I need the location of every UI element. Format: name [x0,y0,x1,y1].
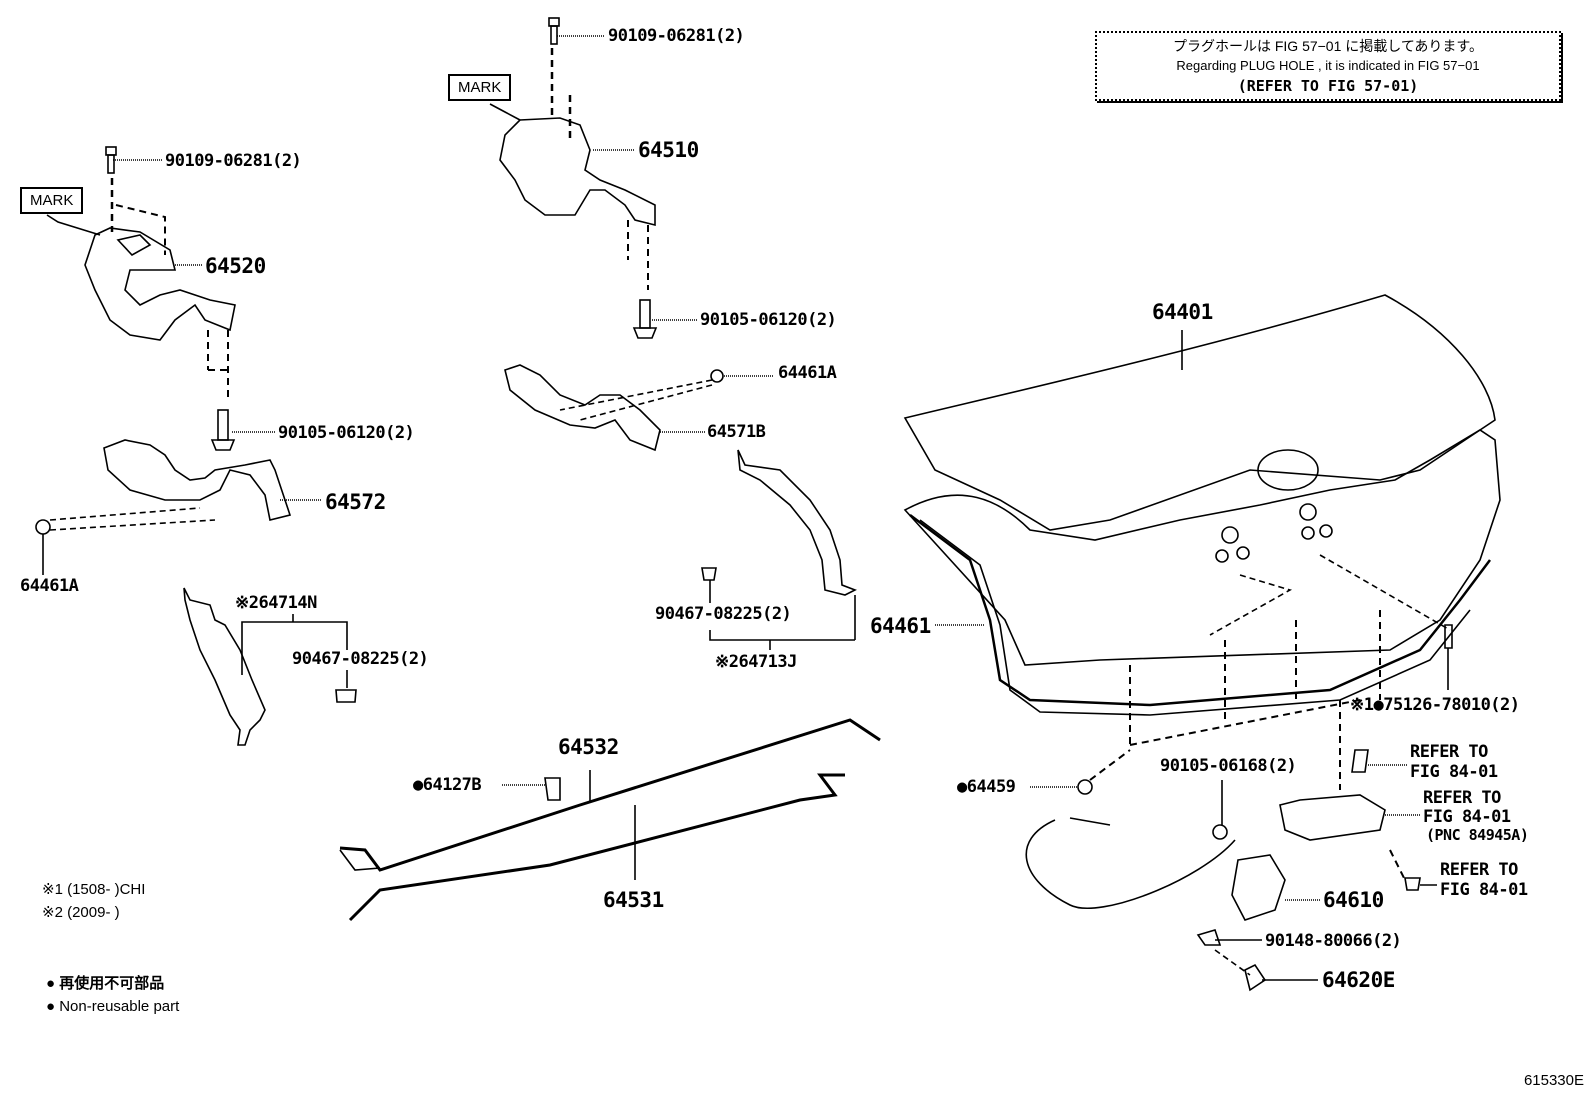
left-hinge-drawing [35,146,322,575]
part-label-hinge-cover-left[interactable]: 64572 [325,490,386,514]
part-label-clip-center[interactable]: 64461A [778,363,837,383]
part-label-torsion-bar-1[interactable]: 64532 [558,735,619,759]
part-label-trim-left[interactable]: ※264714N [235,593,317,613]
note-english: Regarding PLUG HOLE , it is indicated in… [1176,58,1480,73]
footnote-2: ※2 (2009- ) [42,904,120,921]
refer-fig-84-01-link-1a[interactable]: REFER TO [1410,742,1488,762]
refer-fig-84-01-link-2b[interactable]: FIG 84-01 [1423,807,1511,827]
part-label-bolt-center[interactable]: 90109-06281(2) [608,26,745,46]
part-label-lock-bolt[interactable]: 90105-06168(2) [1160,756,1297,776]
part-label-bushing[interactable]: ●64127B [413,775,482,795]
part-label-striker[interactable]: 64620E [1322,968,1395,992]
note-japanese: プラグホールは FIG 57−01 に掲載してあります。 [1172,38,1484,54]
part-label-cushion[interactable]: ※1●75126-78010(2) [1350,695,1520,715]
part-label-striker-screw[interactable]: 90148-80066(2) [1265,931,1402,951]
note-reference-link[interactable]: (REFER TO FIG 57-01) [1237,77,1419,95]
mark-pointer-right [489,103,521,121]
part-label-clip-trim-right[interactable]: 90467-08225(2) [655,604,792,624]
part-label-lock[interactable]: 64610 [1323,888,1384,912]
refer-fig-84-01-link-3a[interactable]: REFER TO [1440,860,1518,880]
mark-pointer-left [46,214,101,236]
part-label-torsion-bar-2[interactable]: 64531 [603,888,664,912]
mark-callout-left: MARK [20,187,84,214]
part-label-bolt-left[interactable]: 90109-06281(2) [165,151,302,171]
lock-assembly-drawing [1025,700,1437,992]
refer-fig-84-01-link-3b[interactable]: FIG 84-01 [1440,880,1528,900]
part-label-hinge-cover-right[interactable]: 64571B [707,422,766,442]
figure-id: 615330E [1523,1072,1584,1089]
luggage-door-drawing [903,294,1501,781]
part-label-clip-left[interactable]: 64461A [20,576,79,596]
part-label-bolt-left-lower[interactable]: 90105-06120(2) [278,423,415,443]
footnote-1: ※1 (1508- )CHI [42,881,146,898]
left-trim-drawing [183,587,357,746]
part-label-clip-trim-left[interactable]: 90467-08225(2) [292,649,429,669]
part-label-hinge-left[interactable]: 64520 [205,254,266,278]
mark-callout-right: MARK [448,74,512,101]
part-label-trim-right[interactable]: ※264713J [715,652,797,672]
refer-pnc-84945a[interactable]: (PNC 84945A) [1426,826,1529,844]
refer-fig-84-01-link-1b[interactable]: FIG 84-01 [1410,762,1498,782]
plug-hole-note: プラグホールは FIG 57−01 に掲載してあります。 Regarding P… [1095,31,1561,101]
legend-non-reusable-en: ● Non-reusable part [46,998,180,1015]
part-label-hinge-right[interactable]: 64510 [638,138,699,162]
part-label-plug[interactable]: ●64459 [957,777,1016,797]
right-hinge-drawing [499,17,773,452]
torsion-bars-drawing [339,718,881,922]
part-label-luggage-door[interactable]: 64401 [1152,300,1213,324]
legend-non-reusable-jp: ● 再使用不可部品 [46,975,165,992]
part-label-bolt-center-lower[interactable]: 90105-06120(2) [700,310,837,330]
part-label-weatherstrip[interactable]: 64461 [870,614,931,638]
refer-fig-84-01-link-2a[interactable]: REFER TO [1423,788,1501,808]
right-trim-drawing [701,449,857,650]
